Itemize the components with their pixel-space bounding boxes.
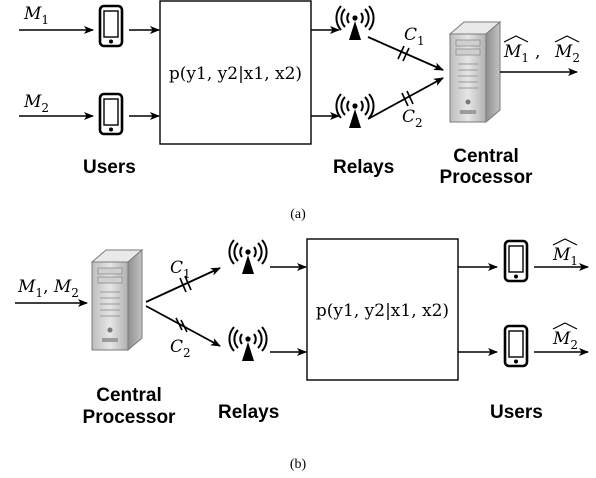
output-m1-hat-label: M1 <box>552 245 578 268</box>
users-label: Users <box>83 157 136 178</box>
antenna-icon <box>335 5 375 41</box>
input-m1-m2-label: M1, M2 <box>17 277 79 300</box>
central-processor-label-line1: Central <box>453 146 518 167</box>
link-c1-label: C1 <box>170 258 191 281</box>
capacity-marker-1 <box>179 275 192 293</box>
hat-accent <box>554 35 580 43</box>
channel-box <box>306 238 459 381</box>
hat-accent <box>503 35 529 43</box>
output-m2-hat-label: M2 <box>554 42 580 65</box>
hat-accent <box>552 238 578 246</box>
capacity-marker-2 <box>401 90 414 107</box>
link-c2-label: C2 <box>170 337 191 360</box>
input-m2-label: M2 <box>23 92 49 115</box>
central-processor-label-line2: Processor <box>440 167 534 188</box>
fronthaul-link-2 <box>145 305 221 347</box>
central-processor-label-line2: Processor <box>83 407 177 428</box>
link-c2-label: C2 <box>402 107 423 130</box>
server-icon <box>449 21 501 123</box>
central-processor-label-line1: Central <box>96 385 161 406</box>
capacity-marker-2 <box>175 317 188 333</box>
diagram-a: M1 M2 p(y1, y2|x1, x2) C1 <box>19 0 580 222</box>
phone-icon <box>98 92 124 136</box>
caption-b: (b) <box>290 457 307 472</box>
channel-label: p(y1, y2|x1, x2) <box>316 301 449 321</box>
channel-box <box>159 0 312 145</box>
antenna-icon <box>228 239 268 275</box>
relays-label: Relays <box>333 157 394 178</box>
output-separator: , <box>535 42 540 62</box>
antenna-icon <box>228 326 268 362</box>
phone-icon <box>503 324 529 368</box>
hat-accent <box>552 322 578 330</box>
users-label: Users <box>490 402 543 423</box>
fronthaul-link-2 <box>367 77 444 120</box>
input-m1-label: M1 <box>23 4 49 27</box>
caption-a: (a) <box>290 207 306 222</box>
server-icon <box>91 249 143 351</box>
antenna-icon <box>335 93 375 129</box>
link-c1-label: C1 <box>404 25 425 48</box>
phone-icon <box>503 239 529 283</box>
capacity-marker-1 <box>397 45 410 62</box>
output-m2-hat-label: M2 <box>552 329 578 352</box>
diagram-b: M1, M2 C1 C2 p(y1, y2|x1, x2) <box>15 238 589 472</box>
channel-label: p(y1, y2|x1, x2) <box>169 64 302 84</box>
phone-icon <box>98 4 124 48</box>
output-m1-hat-label: M1 <box>503 42 529 65</box>
fronthaul-link-1 <box>367 36 444 71</box>
relays-label: Relays <box>218 402 279 423</box>
